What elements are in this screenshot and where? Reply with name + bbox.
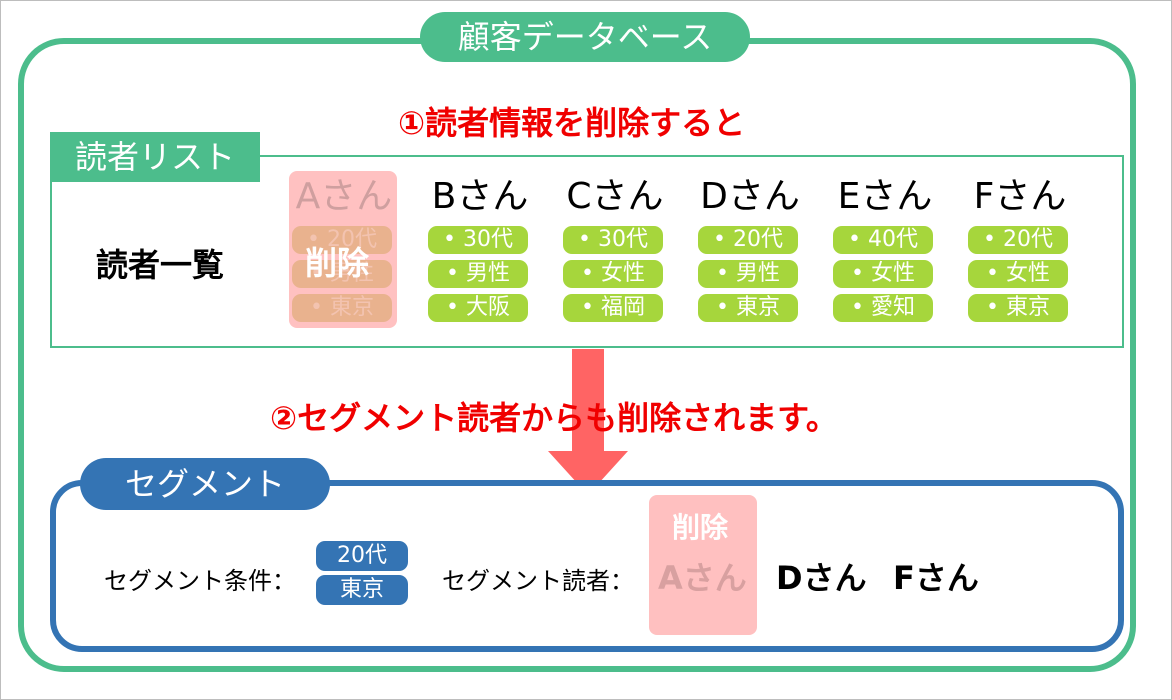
down-arrow-icon xyxy=(548,349,628,495)
reader-tag-age: • 20代 xyxy=(968,226,1068,254)
reader-tag-region: • 東京 xyxy=(698,294,798,322)
reader-tag-region: • 福岡 xyxy=(563,294,663,322)
segment-reader-d: Dさん xyxy=(776,559,867,597)
customer-database-title: 顧客データベース xyxy=(420,12,750,62)
reader-card-e: Eさん • 40代 • 女性 • 愛知 xyxy=(833,174,937,322)
reader-card-a: Aさん • 20代 • 男性 • 東京 xyxy=(292,174,396,322)
step2-text: ②セグメント読者からも削除されます。 xyxy=(270,399,838,437)
reader-tag-region: • 大阪 xyxy=(428,294,528,322)
segment-delete-label: 削除 xyxy=(672,511,729,544)
reader-name: Dさん xyxy=(700,176,800,217)
reader-tag-gender: • 男性 xyxy=(698,260,798,288)
segment-deleted-highlight xyxy=(649,495,757,635)
reader-name: Bさん xyxy=(431,176,529,217)
reader-tag-age: • 40代 xyxy=(833,226,933,254)
reader-name: Fさん xyxy=(973,176,1067,217)
segment-title: セグメント xyxy=(80,458,330,510)
reader-card-b: Bさん • 30代 • 男性 • 大阪 xyxy=(428,174,532,322)
reader-card-c: Cさん • 30代 • 女性 • 福岡 xyxy=(563,174,667,322)
reader-tag-age: • 20代 xyxy=(292,226,392,254)
reader-tag-gender: • 男性 xyxy=(292,260,392,288)
reader-list-label: 読者一覧 xyxy=(96,246,225,284)
reader-tag-gender: • 女性 xyxy=(968,260,1068,288)
reader-card-f: Fさん • 20代 • 女性 • 東京 xyxy=(968,174,1072,322)
reader-list-title: 読者リスト xyxy=(50,132,260,182)
reader-tag-region: • 東京 xyxy=(968,294,1068,322)
reader-tag-region: • 東京 xyxy=(292,294,392,322)
segment-reader-f: Fさん xyxy=(893,559,979,597)
reader-name: Cさん xyxy=(566,176,664,217)
reader-name: Aさん xyxy=(295,176,393,217)
reader-name: Eさん xyxy=(837,176,933,217)
reader-tag-age: • 30代 xyxy=(563,226,663,254)
segment-condition-age: 20代 xyxy=(316,541,408,571)
reader-tag-gender: • 女性 xyxy=(833,260,933,288)
segment-deleted-reader: Aさん xyxy=(658,559,747,597)
segment-condition-region: 東京 xyxy=(316,575,408,605)
reader-tag-gender: • 女性 xyxy=(563,260,663,288)
reader-tag-region: • 愛知 xyxy=(833,294,933,322)
segment-condition-label: セグメント条件： xyxy=(104,567,296,595)
reader-tag-age: • 20代 xyxy=(698,226,798,254)
reader-tag-gender: • 男性 xyxy=(428,260,528,288)
segment-readers-label: セグメント読者： xyxy=(442,567,634,595)
reader-card-d: Dさん • 20代 • 男性 • 東京 xyxy=(698,174,802,322)
reader-tag-age: • 30代 xyxy=(428,226,528,254)
step1-text: ①読者情報を削除すると xyxy=(398,104,746,142)
reader-list-delete-label: 削除 xyxy=(305,244,370,282)
